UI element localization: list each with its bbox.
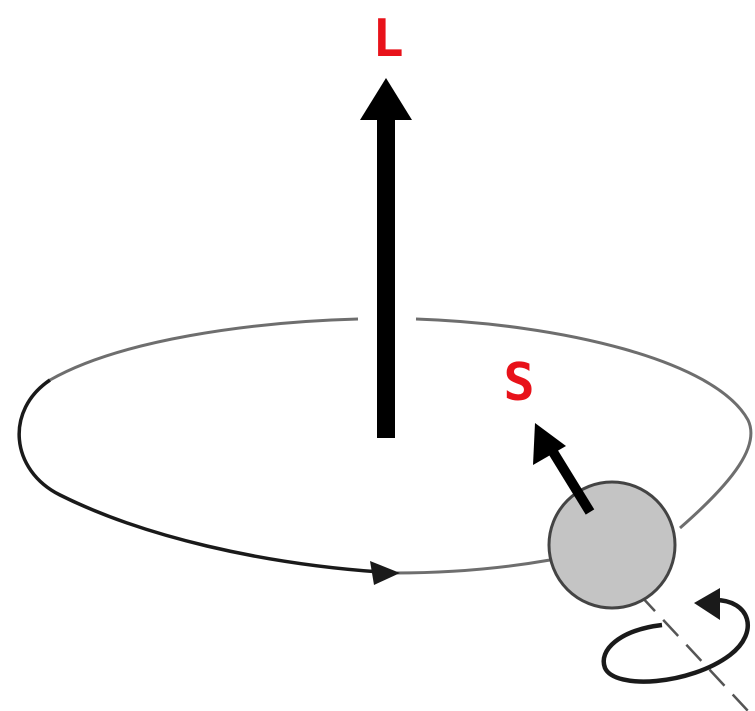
s-vector-arrowhead [533,423,566,465]
l-vector-label: L [372,9,403,69]
particle-sphere [547,480,677,610]
spin-rotation-arrowhead [694,588,720,620]
spin-axis-line [639,594,749,711]
l-vector-arrowhead [360,78,412,120]
orbit-front-right [394,558,551,575]
orbit-back-right [415,317,753,530]
s-vector-shaft [545,444,595,515]
orbit-back-left [49,317,359,382]
orbit-direction-arrow [370,561,400,585]
spin-rotation-loop [601,597,750,684]
orbit-front [17,378,396,575]
s-vector-label: S [503,353,534,413]
l-vector-shaft [377,112,395,438]
